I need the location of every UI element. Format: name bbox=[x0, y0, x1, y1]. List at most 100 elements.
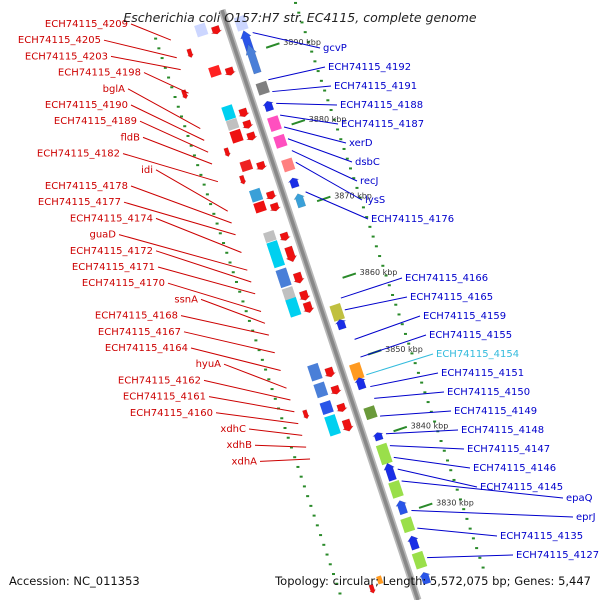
right-leader-line bbox=[417, 527, 498, 537]
forward-gene bbox=[275, 267, 292, 289]
left-track-dot bbox=[302, 485, 306, 488]
reverse-gene bbox=[375, 442, 393, 466]
left-leader-line bbox=[203, 379, 291, 401]
right-leader-line bbox=[268, 66, 326, 81]
left-track-dot bbox=[183, 125, 187, 128]
left-leader-line bbox=[223, 363, 287, 389]
right-leader-line bbox=[287, 138, 353, 163]
left-track-dot bbox=[215, 222, 219, 225]
left-leader-line bbox=[130, 23, 172, 41]
right-track-dot bbox=[306, 40, 310, 43]
forward-gene-arrow bbox=[242, 119, 254, 129]
left-leader-line bbox=[142, 136, 213, 165]
right-track-dot bbox=[426, 401, 430, 404]
right-leader-line bbox=[370, 372, 439, 388]
forward-gene-arrow bbox=[298, 289, 311, 301]
left-track-dot bbox=[267, 378, 271, 381]
right-gene-label: gcvP bbox=[323, 43, 347, 54]
left-track-dot bbox=[299, 475, 303, 478]
left-gene-label: ECH74115_4209 bbox=[45, 19, 128, 30]
forward-gene bbox=[253, 200, 267, 214]
left-gene-label: ECH74115_4167 bbox=[98, 327, 181, 338]
right-track-dot bbox=[391, 293, 395, 296]
left-track-dot bbox=[238, 290, 242, 293]
gene-features bbox=[180, 14, 432, 594]
right-track-dot bbox=[446, 459, 450, 462]
right-track-dot bbox=[316, 70, 320, 73]
left-gene-label: ECH74115_4205 bbox=[18, 35, 101, 46]
right-track-dot bbox=[394, 303, 398, 306]
forward-gene-arrow bbox=[330, 384, 342, 395]
right-track-dot bbox=[300, 21, 304, 24]
forward-gene-arrow bbox=[336, 402, 348, 412]
right-track-dot bbox=[429, 410, 433, 413]
right-gene-label: ECH74115_4151 bbox=[441, 368, 524, 379]
forward-gene bbox=[249, 187, 264, 203]
left-track-dot bbox=[202, 183, 206, 186]
left-leader-line bbox=[215, 412, 299, 425]
dotted-guide-tracks bbox=[154, 1, 485, 595]
left-leader-line bbox=[208, 396, 295, 413]
right-leader-line bbox=[272, 85, 332, 93]
left-leader-line bbox=[143, 72, 189, 94]
left-leader-line bbox=[139, 120, 209, 153]
right-leader-line bbox=[389, 445, 465, 450]
scale-tick-label: 3880 kbp bbox=[309, 115, 347, 124]
right-gene-label: xerD bbox=[349, 138, 373, 149]
scale-tick-mark bbox=[418, 502, 433, 509]
right-leader-line bbox=[276, 102, 338, 106]
right-track-dot bbox=[481, 566, 485, 569]
reverse-gene bbox=[383, 462, 397, 482]
right-track-dot bbox=[458, 498, 462, 501]
scale-tick-label: 3850 kbp bbox=[385, 345, 423, 354]
genome-backbone bbox=[218, 8, 422, 600]
right-track-dot bbox=[352, 177, 356, 180]
reverse-gene bbox=[372, 432, 384, 442]
right-track-dot bbox=[378, 255, 382, 258]
right-leader-line bbox=[305, 191, 369, 220]
right-leader-line bbox=[411, 509, 574, 518]
forward-gene bbox=[208, 64, 222, 78]
right-leader-line bbox=[354, 315, 421, 340]
right-gene-label: ECH74115_4165 bbox=[410, 292, 493, 303]
right-track-dot bbox=[449, 469, 453, 472]
left-track-dot bbox=[170, 86, 174, 89]
gene-labels: ECH74115_4209ECH74115_4205ECH74115_4203E… bbox=[18, 19, 599, 561]
right-track-dot bbox=[410, 352, 414, 355]
left-gene-label: ECH74115_4164 bbox=[105, 343, 188, 354]
right-track-dot bbox=[355, 186, 359, 189]
right-track-dot bbox=[387, 284, 391, 287]
left-gene-label: ECH74115_4168 bbox=[95, 311, 178, 322]
left-leader-line bbox=[103, 39, 177, 59]
right-gene-label: ECH74115_4147 bbox=[467, 444, 550, 455]
right-leader-line bbox=[340, 277, 403, 299]
left-gene-label: ECH74115_4172 bbox=[70, 246, 153, 257]
outer-forward-marker bbox=[368, 583, 377, 594]
right-leader-line bbox=[380, 410, 452, 417]
right-gene-label: ECH74115_4146 bbox=[473, 463, 556, 474]
right-track-dot bbox=[336, 128, 340, 131]
right-track-dot bbox=[303, 31, 307, 34]
forward-gene bbox=[319, 400, 334, 416]
forward-gene-arrow bbox=[269, 201, 281, 212]
forward-gene-arrow bbox=[284, 245, 298, 263]
left-track-dot bbox=[225, 251, 229, 254]
right-track-dot bbox=[420, 381, 424, 384]
left-leader-line bbox=[157, 266, 256, 295]
left-track-dot bbox=[306, 495, 310, 498]
right-gene-label: epaQ bbox=[566, 493, 593, 504]
left-track-dot bbox=[338, 592, 342, 595]
left-track-dot bbox=[176, 105, 180, 108]
forward-gene-arrow bbox=[255, 160, 268, 171]
forward-gene bbox=[307, 362, 323, 382]
left-track-dot bbox=[222, 242, 226, 245]
left-track-dot bbox=[319, 534, 323, 537]
right-track-dot bbox=[416, 371, 420, 374]
right-track-dot bbox=[433, 420, 437, 423]
scale-tick-mark bbox=[316, 195, 331, 203]
reverse-gene bbox=[293, 193, 307, 209]
reverse-gene bbox=[267, 115, 282, 132]
right-track-dot bbox=[313, 60, 317, 63]
right-track-dot bbox=[294, 1, 298, 4]
